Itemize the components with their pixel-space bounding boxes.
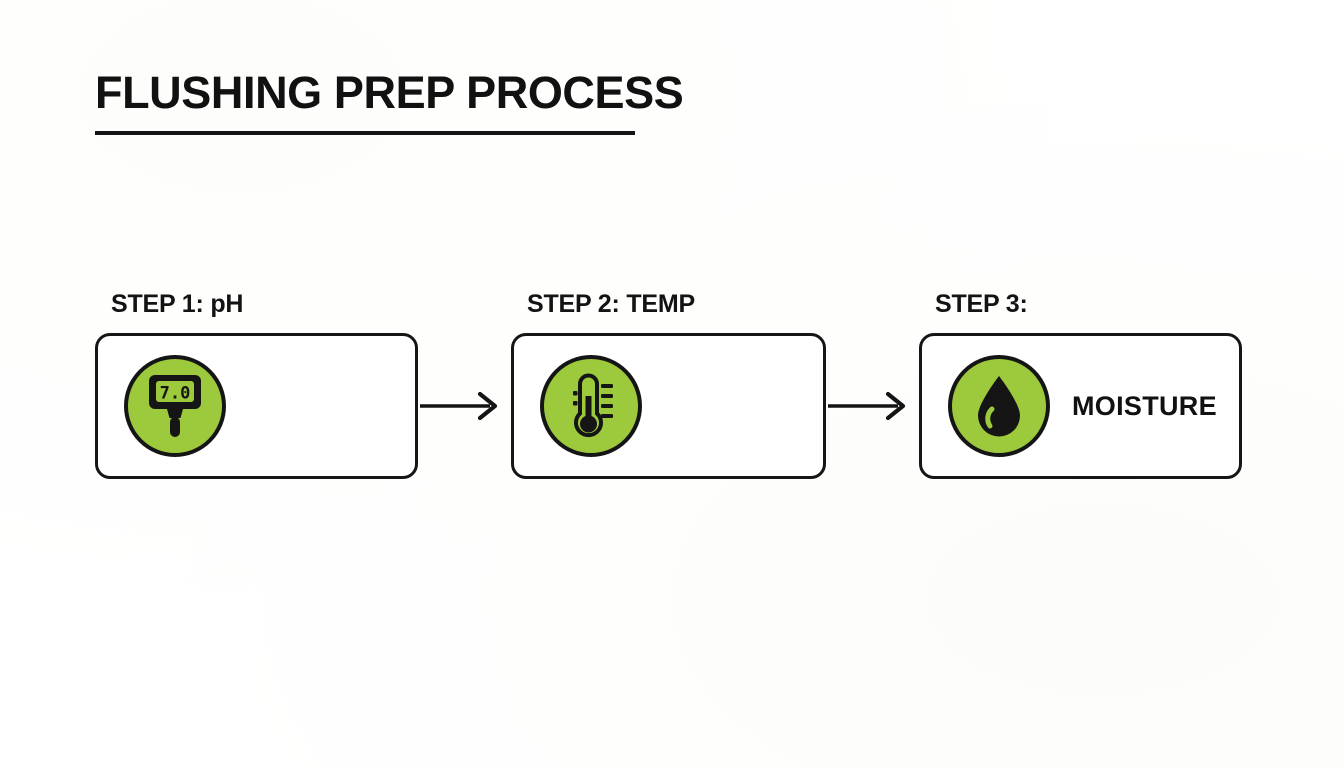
step-3-card-text: MOISTURE <box>1072 390 1217 421</box>
step-1-label: STEP 1: pH <box>111 290 244 318</box>
ph-meter-icon: 7.0 <box>124 355 226 457</box>
arrow-step1-to-step2 <box>420 392 510 420</box>
ph-value-text: 7.0 <box>160 384 191 404</box>
thermometer-icon <box>540 355 642 457</box>
process-step-1: STEP 1: pH 7.0 <box>95 290 418 479</box>
title-block: FLUSHING PREP PROCESS <box>95 67 684 135</box>
step-1-card[interactable]: 7.0 <box>95 333 418 479</box>
step-2-card[interactable] <box>511 333 826 479</box>
step-3-label: STEP 3: <box>935 290 1028 318</box>
water-droplet-icon <box>948 355 1050 457</box>
step-3-card[interactable]: MOISTURE <box>919 333 1242 479</box>
process-step-3: STEP 3: MOISTURE <box>919 290 1242 479</box>
title-underline-rule <box>95 131 635 135</box>
process-step-2: STEP 2: TEMP <box>511 290 826 479</box>
arrow-step2-to-step3 <box>828 392 918 420</box>
page-title: FLUSHING PREP PROCESS <box>95 67 684 118</box>
step-2-label: STEP 2: TEMP <box>527 290 696 318</box>
